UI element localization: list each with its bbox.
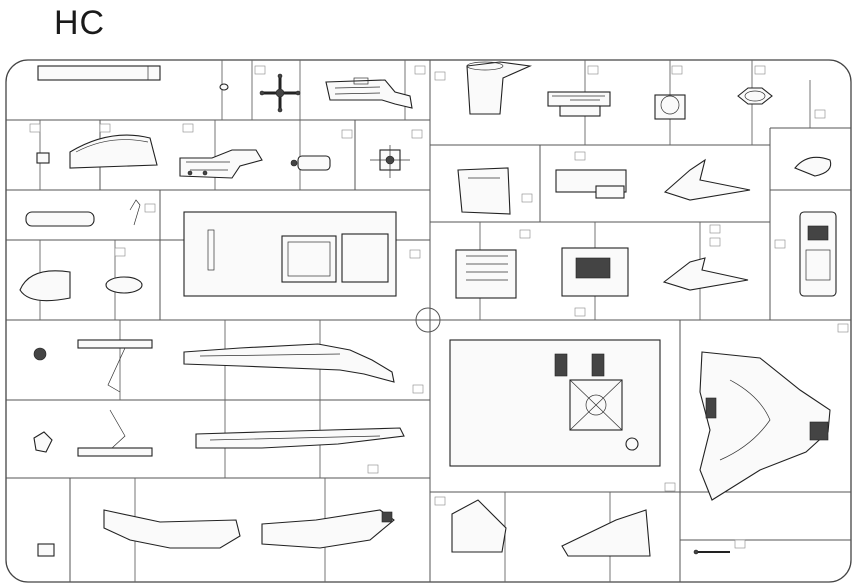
fuselage-rail-lower bbox=[195, 427, 405, 449]
part-number-tags bbox=[29, 65, 849, 549]
weapon-rack-right bbox=[33, 409, 153, 457]
round-hatch bbox=[654, 94, 686, 120]
sponson-left bbox=[103, 509, 241, 549]
hub-cross-small bbox=[370, 145, 410, 178]
hex-wheel bbox=[737, 87, 773, 105]
stabilizer-fin-right bbox=[662, 257, 749, 291]
fuselage-side-panel bbox=[183, 211, 397, 297]
stabilizer-fin-left bbox=[663, 158, 751, 201]
clip-small bbox=[37, 543, 55, 557]
weapon-rack-left bbox=[33, 339, 153, 393]
fuel-tank-fin bbox=[466, 61, 533, 115]
rear-bracket bbox=[325, 77, 413, 109]
bottom-fin-right bbox=[561, 509, 651, 557]
electronics-box-right bbox=[561, 247, 629, 297]
pin-ring bbox=[219, 83, 229, 91]
tail-wing bbox=[699, 351, 831, 501]
antenna-rod bbox=[693, 549, 730, 555]
bottom-fin-left bbox=[451, 499, 507, 553]
antenna-hook bbox=[129, 199, 141, 226]
sprue-outer-frame bbox=[5, 59, 852, 583]
rocket-pod-tube bbox=[799, 211, 837, 297]
electronics-box-left bbox=[455, 249, 517, 299]
window-frame bbox=[457, 167, 511, 215]
canopy-frame bbox=[36, 134, 158, 169]
sprue-gates bbox=[39, 60, 811, 582]
pylon-strut bbox=[179, 149, 263, 179]
exhaust-plate bbox=[547, 91, 611, 117]
sprue-tab-top bbox=[37, 65, 161, 81]
sprue-runners bbox=[6, 60, 851, 582]
teardrop-light bbox=[794, 156, 832, 177]
instrument-box bbox=[555, 169, 627, 199]
sprue-title: HC bbox=[54, 4, 106, 42]
landing-gear-cylinder bbox=[290, 155, 331, 171]
fuselage-rail-upper bbox=[183, 343, 395, 383]
cockpit-floor bbox=[449, 339, 661, 467]
oval-hatch bbox=[19, 270, 143, 302]
fuel-tank bbox=[25, 211, 95, 227]
sponson-right bbox=[261, 509, 395, 549]
wheel-hub-cross bbox=[259, 73, 301, 113]
